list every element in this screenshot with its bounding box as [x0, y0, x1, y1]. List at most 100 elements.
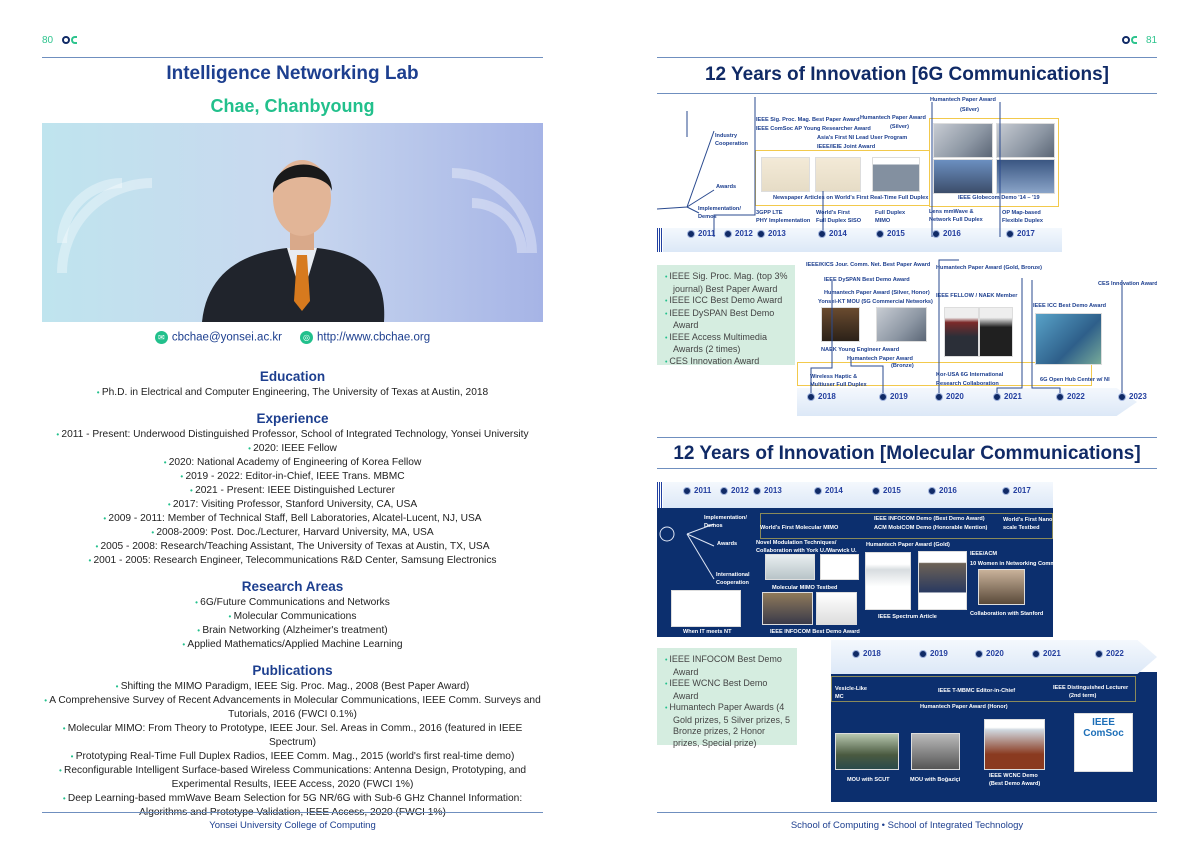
timeline-label: Full Duplex SISO [816, 218, 862, 224]
highlight-item: Humantech Paper Awards (4 Gold prizes, 5… [665, 702, 791, 749]
email-link[interactable]: ✉cbchae@yonsei.ac.kr [154, 331, 282, 344]
timeline-label: Cooperation [716, 580, 749, 586]
timeline-label: IEEE ICC Best Demo Award [1033, 303, 1107, 309]
timeline-label: IEEE T-MBMC Editor-in-Chief [938, 688, 1016, 694]
timeline-label: Novel Modulation Techniques/ [756, 540, 837, 546]
timeline-label: Lens mmWave & [929, 209, 974, 215]
timeline-label: IEEE/IEIE Joint Award [817, 144, 876, 150]
timeline-label: OP Map-based [1002, 210, 1041, 216]
timeline-year: 2018 [807, 392, 836, 401]
highlight-item: IEEE Access Multimedia Awards (2 times) [665, 332, 789, 356]
experience-item: 2020: National Academy of Engineering of… [42, 456, 543, 470]
logo-icon [62, 36, 77, 44]
timeline-label: Kor-USA 6G International [936, 372, 1004, 378]
timeline-label: Collaboration with York U./Warwick U. [756, 548, 857, 554]
highlight-item: CES Innovation Award [665, 356, 789, 369]
timeline-label: Implementation/ [698, 206, 741, 212]
timeline-label: Collaboration with Stanford [970, 611, 1044, 617]
timeline-label: Humantech Paper Award (Gold, Bronze) [936, 265, 1042, 271]
website-text: http://www.cbchae.org [316, 331, 431, 344]
experience-item: 2020: IEEE Fellow [42, 442, 543, 456]
timeline-label: Asia's First NI Lead User Program [817, 135, 908, 141]
experience-item: 2008-2009: Post. Doc./Lecturer, Harvard … [42, 526, 543, 540]
timeline-label: 6G Open Hub Center w/ NI [1040, 377, 1110, 383]
divider [657, 468, 1157, 469]
timeline-label: MC [835, 694, 844, 700]
timeline-label: (Best Demo Award) [989, 781, 1041, 787]
timeline-label: World's First Nano [1003, 517, 1053, 523]
timeline-label: IEEE Distinguished Lecturer [1053, 685, 1129, 691]
timeline-label: Molecular MIMO Testbed [772, 585, 838, 591]
email-text: cbchae@yonsei.ac.kr [171, 331, 282, 344]
research-item: Brain Networking (Alzheimer's treatment) [42, 624, 543, 638]
highlight-item: IEEE DySPAN Best Demo Award [665, 308, 789, 332]
logo-icon [1122, 36, 1137, 44]
timeline-year: 2015 [872, 486, 901, 495]
divider [657, 812, 1157, 813]
timeline-year: 2022 [1095, 649, 1124, 658]
timeline-label: IEEE INFOCOM Demo (Best Demo Award) [874, 516, 985, 522]
experience-item: 2019 - 2022: Editor-in-Chief, IEEE Trans… [42, 470, 543, 484]
highlights-6g: IEEE Sig. Proc. Mag. (top 3% journal) Be… [657, 265, 795, 366]
timeline-year: 2016 [928, 486, 957, 495]
timeline-label: Implementation/ [704, 515, 747, 521]
publications-item: Reconfigurable Intelligent Surface-based… [42, 764, 543, 792]
section-heading-publications: Publications [252, 663, 333, 678]
footer-right: School of Computing • School of Integrat… [790, 820, 1024, 831]
timeline-label: Demos [704, 523, 723, 529]
experience-item: 2011 - Present: Underwood Distinguished … [42, 428, 543, 442]
globe-icon: ◎ [299, 331, 313, 344]
timeline-label: World's First Molecular MIMO [760, 525, 839, 531]
timeline-label: IEEE ComSoc AP Young Researcher Award [756, 126, 871, 132]
divider [657, 93, 1157, 94]
research-item: Applied Mathematics/Applied Machine Lear… [42, 638, 543, 652]
timeline-year: 2013 [757, 229, 786, 238]
highlight-item: IEEE INFOCOM Best Demo Award [665, 654, 791, 678]
timeline-label: scale Testbed [1003, 525, 1040, 531]
timeline-year: 2023 [1118, 392, 1147, 401]
timeline-year: 2022 [1056, 392, 1085, 401]
timeline-year: 2013 [753, 486, 782, 495]
timeline-label: IEEE/KICS Jour. Comm. Net. Best Paper Aw… [806, 262, 931, 268]
timeline-year: 2021 [993, 392, 1022, 401]
timeline-year: 2014 [814, 486, 843, 495]
timeline-label: IEEE DySPAN Best Demo Award [824, 277, 910, 283]
timeline-label: MOU with Boğaziçi [910, 777, 961, 783]
timeline-label: IEEE Spectrum Article [878, 614, 937, 620]
experience-item: 2005 - 2008: Research/Teaching Assistant… [42, 540, 543, 554]
research-item: 6G/Future Communications and Networks [42, 596, 543, 610]
website-link[interactable]: ◎http://www.cbchae.org [299, 331, 431, 344]
timeline-label: Newspaper Articles on World's First Real… [773, 195, 929, 201]
section-heading-research: Research Areas [241, 579, 344, 594]
publications-item: Deep Learning-based mmWave Beam Selectio… [42, 792, 543, 820]
timeline-year: 2019 [919, 649, 948, 658]
highlight-item: IEEE ICC Best Demo Award [665, 295, 789, 308]
experience-item: 2001 - 2005: Research Engineer, Telecomm… [42, 554, 543, 568]
timeline-year: 2017 [1002, 486, 1031, 495]
lab-title: Intelligence Networking Lab [166, 63, 419, 84]
timeline-label: Network Full Duplex [929, 217, 983, 223]
timeline-label: Research Collaboration [936, 381, 999, 387]
timeline-year: 2017 [1006, 229, 1035, 238]
comsoc-logo: IEEE ComSoc [1074, 713, 1133, 772]
email-icon: ✉ [154, 331, 168, 344]
section-heading-experience: Experience [256, 411, 329, 426]
timeline-year: 2021 [1032, 649, 1061, 658]
timeline-label: When IT meets NT [683, 629, 732, 635]
timeline-label: 10 Women in Networking Comm. [970, 561, 1053, 567]
timeline-label: Humantech Paper Award [847, 356, 913, 362]
timeline-year: 2019 [879, 392, 908, 401]
timeline-label: IEEE INFOCOM Best Demo Award [770, 629, 860, 635]
footer-left: Yonsei University College of Computing [209, 820, 376, 831]
timeline-label: IEEE Globecom Demo '14 – '19 [958, 195, 1040, 201]
timeline-year: 2015 [876, 229, 905, 238]
timeline-label: Cooperation [715, 141, 748, 147]
timeline-label: IEEE WCNC Demo [989, 773, 1038, 779]
research-item: Molecular Communications [42, 610, 543, 624]
timeline-label: Industry [715, 133, 738, 139]
timeline-label: Awards [716, 184, 737, 190]
